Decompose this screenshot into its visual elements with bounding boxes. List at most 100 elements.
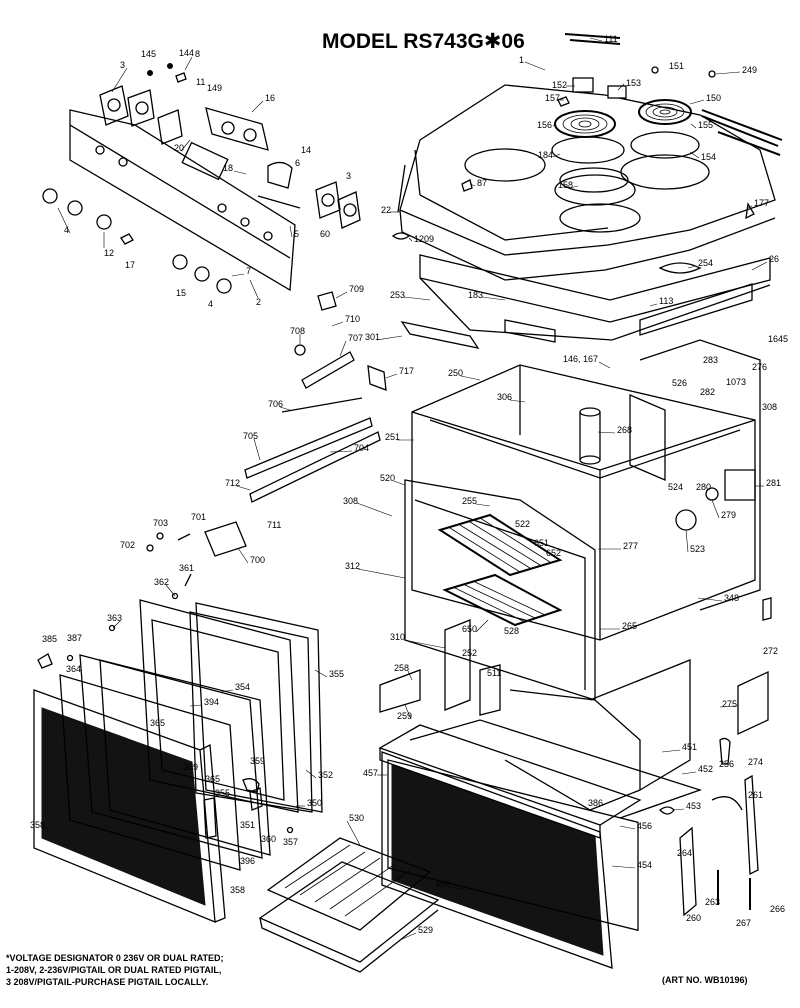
callout-266: 266	[770, 904, 785, 914]
callout-702: 702	[120, 540, 135, 550]
callout-254: 254	[698, 258, 713, 268]
callout-358: 358	[30, 820, 45, 830]
callout-280: 280	[696, 482, 711, 492]
callout-151: 151	[669, 61, 684, 71]
callout-3: 3	[346, 171, 351, 181]
callout-145: 145	[141, 49, 156, 59]
callout-385: 385	[42, 634, 57, 644]
callout-184: 184	[538, 150, 553, 160]
callout-12: 12	[104, 248, 114, 258]
callout-249: 249	[742, 65, 757, 75]
callout-1209: 1209	[414, 234, 434, 244]
callout-158: 158	[558, 180, 573, 190]
callout-354: 354	[235, 682, 250, 692]
callout-453: 453	[686, 801, 701, 811]
infinite-switch-right	[315, 181, 361, 229]
callout-60: 60	[320, 229, 330, 239]
callout-457: 457	[363, 768, 378, 778]
callout-524: 524	[668, 482, 683, 492]
callout-8: 8	[195, 49, 200, 59]
oven-door-assembly	[33, 573, 323, 924]
callout-14: 14	[301, 145, 311, 155]
callout-365: 365	[150, 718, 165, 728]
callout-15: 15	[176, 288, 186, 298]
callout-355: 355	[215, 788, 230, 798]
callout-703: 703	[153, 518, 168, 528]
callout-275: 275	[722, 699, 737, 709]
callout-523: 523	[690, 544, 705, 554]
callout-253: 253	[390, 290, 405, 300]
callout-18: 18	[223, 163, 233, 173]
callout-256: 256	[719, 759, 734, 769]
control-panel-assembly	[42, 63, 361, 294]
callout-529: 529	[418, 925, 433, 935]
callout-281: 281	[766, 478, 781, 488]
callout-310: 310	[390, 632, 405, 642]
callout-348: 348	[724, 593, 739, 603]
callout-4: 4	[208, 299, 213, 309]
callout-387: 387	[67, 633, 82, 643]
callout-528: 528	[504, 626, 519, 636]
callout-149: 149	[207, 83, 222, 93]
callout-153: 153	[626, 78, 641, 88]
model-title: MODEL RS743G✱06	[322, 30, 525, 53]
callout-306: 306	[497, 392, 512, 402]
callout-359: 359	[250, 756, 265, 766]
callout-11: 11	[196, 77, 205, 87]
callout-261: 261	[748, 790, 763, 800]
callout-364: 364	[66, 664, 81, 674]
art-number: (ART NO. WB10196)	[662, 975, 748, 985]
callout-707: 707	[348, 333, 363, 343]
callout-113: 113	[659, 296, 673, 306]
callout-308: 308	[343, 496, 358, 506]
callout-282: 282	[700, 387, 715, 397]
callout-652: 652	[546, 548, 561, 558]
callout-396: 396	[240, 856, 255, 866]
callout-709: 709	[349, 284, 364, 294]
callout-111: 111	[604, 34, 618, 44]
callout-451: 451	[682, 742, 697, 752]
callout-360: 360	[261, 834, 276, 844]
callout-4: 4	[64, 225, 69, 235]
callout-250: 250	[448, 368, 463, 378]
callout-272: 272	[763, 646, 778, 656]
infinite-switch-left	[99, 85, 155, 127]
callout-363: 363	[107, 613, 122, 623]
callout-650: 650	[462, 624, 477, 634]
callout-267: 267	[736, 918, 751, 928]
callout-263: 263	[705, 897, 720, 907]
callout-530: 530	[349, 813, 364, 823]
surface-burner-element-right	[638, 99, 692, 125]
callout-454: 454	[637, 860, 652, 870]
callout-706: 706	[268, 399, 283, 409]
callout-704: 704	[354, 443, 369, 453]
callout-22: 22	[381, 205, 391, 215]
callout-308: 308	[762, 402, 777, 412]
clock-timer	[205, 107, 269, 151]
callout-651: 651	[534, 538, 549, 548]
callout-260: 260	[686, 913, 701, 923]
callout-357: 357	[283, 837, 298, 847]
callout-177: 177	[754, 198, 769, 208]
footnote-line-3: 3 208V/PIGTAIL-PURCHASE PIGTAIL LOCALLY.	[6, 977, 208, 987]
callout-452: 452	[698, 764, 713, 774]
callout-152: 152	[552, 80, 567, 90]
callout-276: 276	[752, 362, 767, 372]
callout-155: 155	[698, 120, 713, 130]
voltage-footnote: *VOLTAGE DESIGNATOR 0 236V OR DUAL RATED…	[6, 953, 224, 987]
callout-1645: 1645	[768, 334, 788, 344]
callout-712: 712	[225, 478, 240, 488]
callout-369: 369	[183, 762, 198, 772]
callout-252: 252	[462, 648, 477, 658]
callout-7: 7	[246, 266, 251, 276]
callout-301: 301	[365, 332, 380, 342]
callout-350: 350	[307, 798, 322, 808]
callout-3: 3	[120, 60, 125, 70]
callout-458: 458	[435, 879, 450, 889]
callout-710: 710	[345, 314, 360, 324]
callout-26: 26	[769, 254, 779, 264]
callout-361: 361	[179, 563, 194, 573]
callout-268: 268	[617, 425, 632, 435]
